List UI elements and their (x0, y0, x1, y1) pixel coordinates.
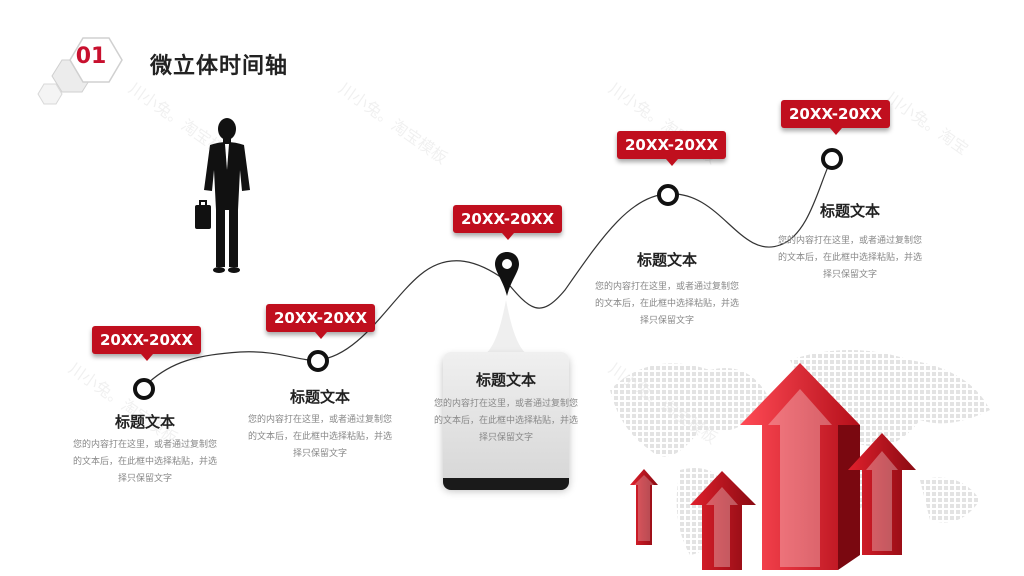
hexagon-icon (37, 37, 123, 105)
milestone-dot (821, 148, 843, 170)
milestone-desc: 您的内容打在这里，或者通过复制您的文本后，在此框中选择粘贴，并选择只保留文字 (594, 282, 739, 326)
milestone-desc: 您的内容打在这里，或者通过复制您的文本后，在此框中选择粘贴，并选择只保留文字 (247, 415, 392, 459)
milestone-desc: 您的内容打在这里，或者通过复制您的文本后，在此框中选择粘贴，并选择只保留文字 (777, 236, 922, 280)
milestone-title: 标题文本 (819, 202, 880, 220)
milestone-title: 标题文本 (475, 371, 536, 389)
businessman-silhouette-icon (195, 118, 250, 273)
milestone-desc: 您的内容打在这里，或者通过复制您的文本后，在此框中选择粘贴，并选择只保留文字 (433, 399, 578, 443)
date-tag: 20XX-20XX (92, 326, 202, 361)
milestone-desc: 您的内容打在这里，或者通过复制您的文本后，在此框中选择粘贴，并选择只保留文字 (72, 440, 217, 484)
date-tag: 20XX-20XX (617, 131, 727, 166)
section-number: 01 (75, 44, 107, 69)
location-pin-icon (495, 252, 519, 296)
milestone-dot (307, 350, 329, 372)
milestone-dot (133, 378, 155, 400)
milestone-title: 标题文本 (114, 413, 175, 431)
milestone-title: 标题文本 (636, 251, 697, 269)
page-title: 微立体时间轴 (150, 54, 289, 79)
milestone-title: 标题文本 (289, 388, 350, 406)
date-tag: 20XX-20XX (453, 205, 563, 240)
card-notch (483, 300, 529, 356)
milestone-dot (657, 184, 679, 206)
highlight-card-base (443, 478, 569, 490)
date-tag: 20XX-20XX (781, 100, 891, 135)
red-arrows-icon (630, 363, 916, 570)
date-tag: 20XX-20XX (266, 304, 376, 339)
highlight-card (443, 352, 569, 487)
